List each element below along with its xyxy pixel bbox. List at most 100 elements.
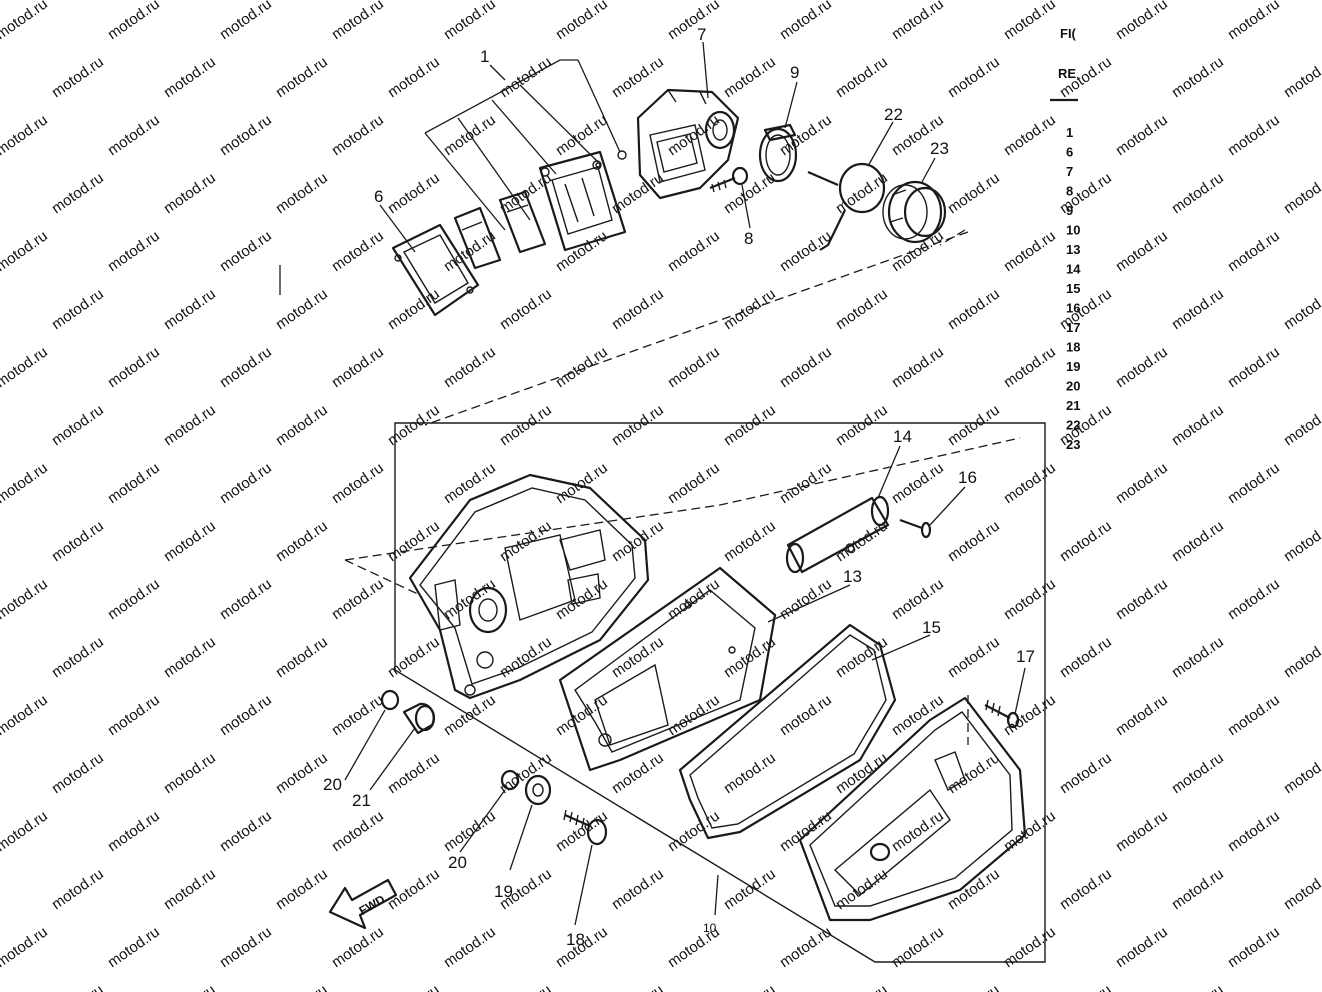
watermark-text: motod.ru (273, 981, 331, 992)
watermark-text: motod.ru (1169, 633, 1227, 681)
watermark-text: motod.ru (0, 111, 51, 159)
drain-parts (380, 689, 608, 846)
watermark-text: motod.ru (721, 981, 779, 992)
watermark-text: motod.ru (273, 517, 331, 565)
watermark-text: motod.ru (945, 981, 1003, 992)
callout-leaders (344, 41, 1026, 926)
watermark-text: motod.ru (1225, 807, 1283, 855)
watermark-text: motod.ru (665, 227, 723, 275)
callout-16: 16 (958, 468, 977, 487)
watermark-text: motod.ru (1281, 865, 1322, 913)
watermark-text: motod.ru (49, 53, 107, 101)
watermark-text: motod.ru (217, 0, 275, 43)
watermark-text: motod.ru (273, 169, 331, 217)
watermark-text: motod.ru (49, 633, 107, 681)
group-frame (394, 422, 1046, 963)
watermark-text: motod.ru (721, 401, 779, 449)
watermark-text: motod.ru (217, 343, 275, 391)
ref-number: 10 (1066, 223, 1080, 238)
watermark-text: motod.ru (105, 807, 163, 855)
callout-10: 10 (703, 921, 717, 935)
callout-19: 19 (494, 882, 513, 901)
callout-20-lower: 20 (448, 853, 467, 872)
watermark-text: motod.ru (1281, 517, 1322, 565)
reed-valve-group (279, 59, 969, 426)
watermark-text: motod.ru (609, 401, 667, 449)
washer-19 (524, 774, 552, 806)
watermark-text: motod.ru (161, 53, 219, 101)
watermark-text: motod.ru (889, 0, 947, 43)
watermark-text: motod.ru (833, 981, 891, 992)
watermark-text: motod.ru (105, 343, 163, 391)
watermark-text: motod.ru (161, 401, 219, 449)
watermark-text: motod.ru (1225, 691, 1283, 739)
ref-number: 8 (1066, 184, 1073, 199)
ref-header-fig: FI( (1060, 26, 1077, 41)
callout-17: 17 (1016, 647, 1035, 666)
watermark-text: motod.ru (217, 807, 275, 855)
watermark-text: motod.ru (329, 343, 387, 391)
ref-number: 7 (1066, 164, 1073, 179)
watermark-text: motod.ru (1281, 749, 1322, 797)
watermark-text: motod.ru (1113, 807, 1171, 855)
intake-joint-part (882, 180, 947, 244)
watermark-text: motod.ru (1281, 285, 1322, 333)
case-seal-part (678, 623, 897, 840)
watermark-text: motod.ru (385, 285, 443, 333)
watermark-text: motod.ru (385, 169, 443, 217)
air-cleaner-cover-part (798, 695, 1027, 922)
watermark-text: motod.ru (497, 633, 555, 681)
watermark-text: motod.ru (1169, 981, 1227, 992)
watermark-text: motod.ru (1225, 459, 1283, 507)
spring-clip-part (807, 162, 886, 251)
ref-number: 20 (1066, 379, 1080, 394)
ref-number: 18 (1066, 340, 1080, 355)
watermark-text: motod.ru (329, 227, 387, 275)
watermark-text: motod.ru (105, 459, 163, 507)
watermark-text: motod.ru (0, 807, 51, 855)
watermark-text: motod.ru (665, 343, 723, 391)
watermark-text: motod.ru (721, 53, 779, 101)
watermark-text: motod.ru (665, 575, 723, 623)
watermark-text: motod.ru (889, 575, 947, 623)
watermark-text: motod.ru (1113, 691, 1171, 739)
watermark-text: motod.ru (665, 0, 723, 43)
watermark-text: motod.ru (441, 807, 499, 855)
watermark-text: motod.ru (273, 285, 331, 333)
watermark-text: motod.ru (441, 0, 499, 43)
watermark-text: motod.ru (49, 517, 107, 565)
reed-petals-part (453, 190, 547, 270)
watermark-text: motod.ru (1225, 343, 1283, 391)
watermark-text: motod.ru (385, 53, 443, 101)
watermark-text: motod.ru (665, 807, 723, 855)
watermark-text: motod.ru (1169, 865, 1227, 913)
ref-number: 13 (1066, 242, 1080, 257)
watermark-text: motod.ru (0, 343, 51, 391)
watermark-text: motod.ru (217, 227, 275, 275)
watermark-text: motod.ru (0, 691, 51, 739)
watermark-text: motod.ru (0, 575, 51, 623)
watermark-text: motod.ru (777, 343, 835, 391)
ref-number: 14 (1066, 262, 1081, 277)
watermark-text: motod.ru (1169, 401, 1227, 449)
watermark-text: motod.ru (441, 343, 499, 391)
ref-number: 17 (1066, 320, 1080, 335)
watermark-text: motod.ru (889, 343, 947, 391)
intake-tube-part (785, 495, 890, 574)
watermark-text: motod.ru (609, 285, 667, 333)
tube-screw-part (899, 518, 932, 539)
watermark-text: motod.ru (777, 923, 835, 971)
hose-clamp-part (758, 123, 798, 183)
watermark-text: motod.ru (665, 691, 723, 739)
watermark-text: motod.ru (161, 517, 219, 565)
watermark-text: motod.ru (609, 981, 667, 992)
watermark-text: motod.ru (1001, 227, 1059, 275)
watermark-text: motod.ru (553, 691, 611, 739)
watermark-text: motod.ru (161, 865, 219, 913)
watermark-text: motod.ru (161, 285, 219, 333)
watermark-text: motod.ru (721, 169, 779, 217)
watermark-text: motod.ru (1113, 111, 1171, 159)
reed-block-part (538, 150, 627, 252)
